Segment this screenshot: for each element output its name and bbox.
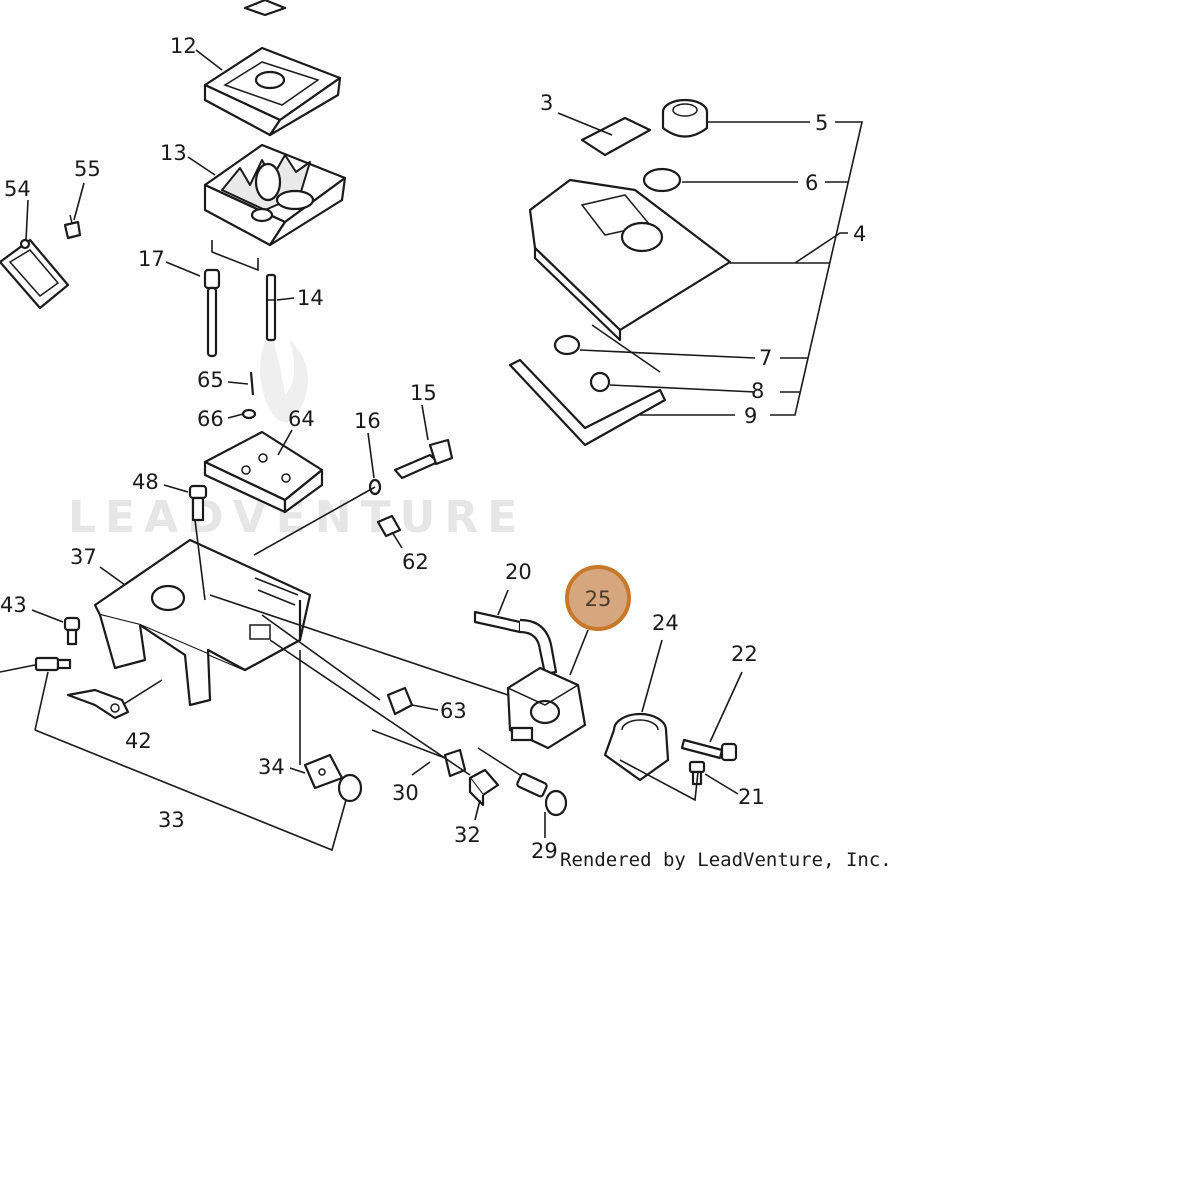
carburetor-part-25 <box>506 666 587 750</box>
callouts: 12 13 17 14 54 55 65 66 64 16 15 48 37 4… <box>0 34 866 863</box>
intake-part-24 <box>603 712 670 782</box>
screw-part-48 <box>188 484 208 522</box>
callout-30[interactable]: 30 <box>392 781 419 805</box>
air-filter-part <box>203 143 347 247</box>
callout-14[interactable]: 14 <box>297 286 324 310</box>
callout-65[interactable]: 65 <box>197 368 224 392</box>
fuel-line-part-20 <box>473 610 558 676</box>
callout-9[interactable]: 9 <box>744 404 757 428</box>
grommet-part-33 <box>337 773 363 803</box>
o-ring-part-8 <box>589 371 611 393</box>
wire-part-33 <box>0 656 72 673</box>
callout-63[interactable]: 63 <box>440 699 467 723</box>
callout-32[interactable]: 32 <box>454 823 481 847</box>
grommet-part-63 <box>386 686 414 716</box>
callout-6[interactable]: 6 <box>805 171 818 195</box>
callout-29[interactable]: 29 <box>531 839 558 863</box>
callout-66[interactable]: 66 <box>197 407 224 431</box>
callout-15[interactable]: 15 <box>410 381 437 405</box>
bracket-13 <box>211 240 259 272</box>
strip-part-7 <box>591 324 661 373</box>
stud-part-17 <box>203 268 221 358</box>
air-filter-cover-part <box>203 0 342 137</box>
screw-part-55 <box>63 214 82 240</box>
plug-part-7 <box>553 334 581 356</box>
render-credit: Rendered by LeadVenture, Inc. <box>560 849 892 871</box>
highlight-callout-25[interactable]: 25 <box>565 565 631 631</box>
callout-20[interactable]: 20 <box>505 560 532 584</box>
bolt-part-15 <box>393 438 454 480</box>
callout-8[interactable]: 8 <box>751 379 764 403</box>
pin-part-65 <box>249 371 255 396</box>
plate-part-34 <box>303 753 344 790</box>
callout-43[interactable]: 43 <box>0 593 27 617</box>
gasket-part-6 <box>642 167 682 193</box>
callout-3[interactable]: 3 <box>540 91 553 115</box>
gasket-part-54 <box>0 238 70 310</box>
clip-part-42 <box>66 688 130 720</box>
housing-part-37 <box>93 538 312 707</box>
watermark: LEADVENTURE <box>68 330 517 543</box>
seal-part-9 <box>508 358 667 447</box>
callout-62[interactable]: 62 <box>402 550 429 574</box>
screw-part-43 <box>63 616 81 646</box>
callout-55[interactable]: 55 <box>74 157 101 181</box>
callout-42[interactable]: 42 <box>125 729 152 753</box>
callout-54[interactable]: 54 <box>4 177 31 201</box>
block-part-32 <box>468 768 500 807</box>
callout-13[interactable]: 13 <box>160 141 187 165</box>
callout-64[interactable]: 64 <box>288 407 315 431</box>
callout-16[interactable]: 16 <box>354 409 381 433</box>
decal-part-3 <box>580 116 652 157</box>
callout-37[interactable]: 37 <box>70 545 97 569</box>
sleeve-part-62 <box>376 514 402 538</box>
callout-17[interactable]: 17 <box>138 247 165 271</box>
washer-part-66 <box>241 408 257 420</box>
choke-part-29 <box>477 747 568 817</box>
screw-part-22 <box>680 738 738 762</box>
callout-22[interactable]: 22 <box>731 642 758 666</box>
callout-4[interactable]: 4 <box>853 222 866 246</box>
callout-5[interactable]: 5 <box>815 111 828 135</box>
callout-24[interactable]: 24 <box>652 611 679 635</box>
cap-part-5 <box>661 98 709 138</box>
callout-33[interactable]: 33 <box>158 808 185 832</box>
leader-lines <box>25 49 864 852</box>
callout-34[interactable]: 34 <box>258 755 285 779</box>
callout-48[interactable]: 48 <box>132 470 159 494</box>
callout-25[interactable]: 25 <box>585 587 612 611</box>
rod-part-30 <box>371 729 467 778</box>
stud-part-14 <box>265 273 277 342</box>
pad-part-64 <box>203 430 324 514</box>
callout-21[interactable]: 21 <box>738 785 765 809</box>
callout-12[interactable]: 12 <box>170 34 197 58</box>
callout-7[interactable]: 7 <box>759 346 772 370</box>
tank-cover-part-4 <box>528 178 732 342</box>
